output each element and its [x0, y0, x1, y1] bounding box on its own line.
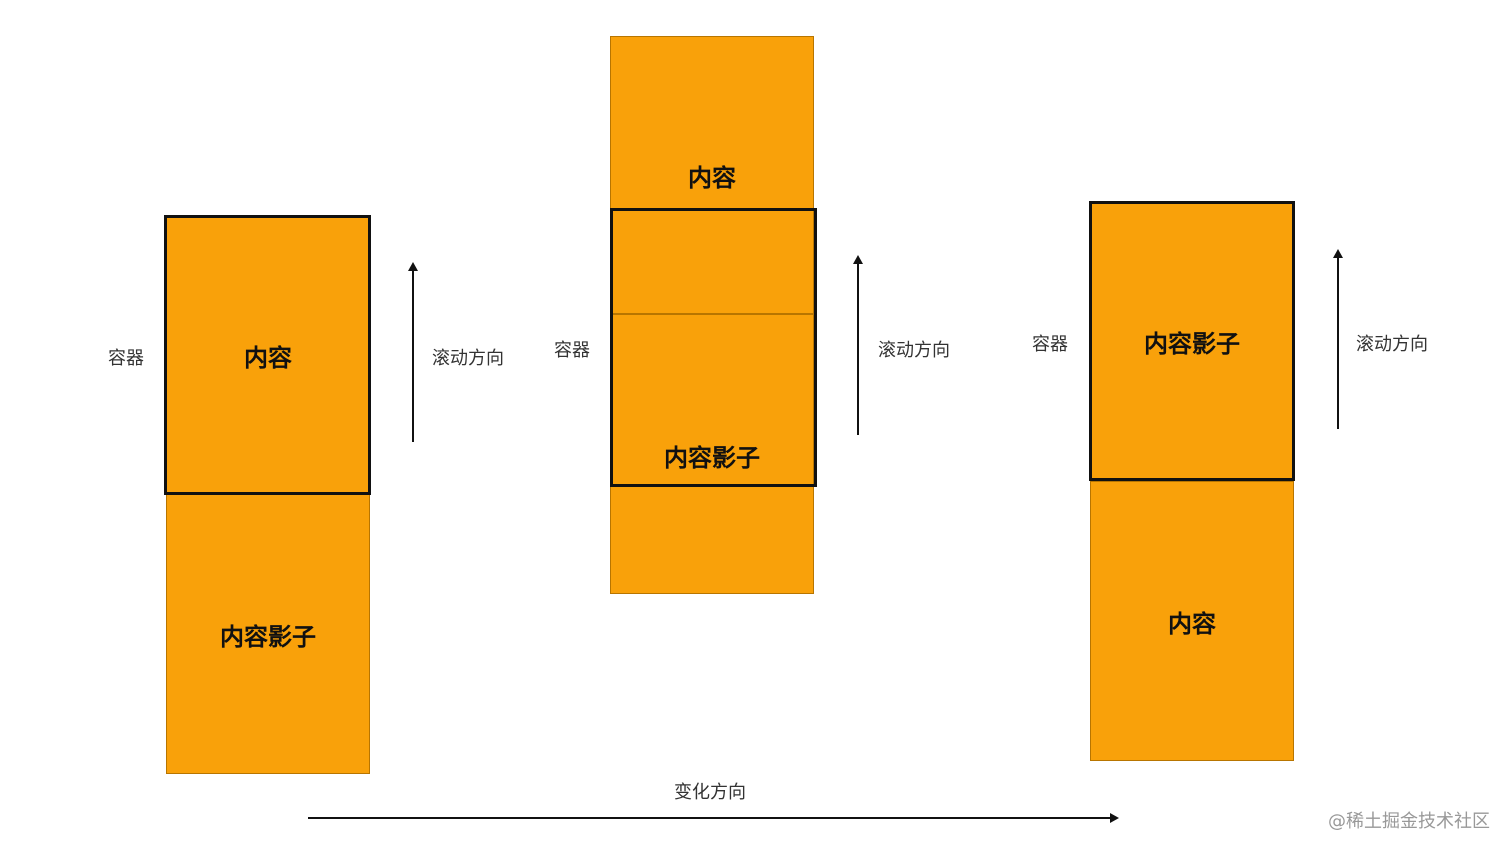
- container-label: 容器: [554, 340, 590, 361]
- content-block: 内容: [610, 36, 814, 314]
- scroll-up-arrow-icon: [1333, 249, 1343, 429]
- content-label: 内容: [688, 164, 736, 192]
- content-label: 内容: [244, 343, 292, 372]
- content-shadow-block: 内容影子: [166, 494, 370, 774]
- change-direction-arrow-icon: [308, 813, 1119, 823]
- content-shadow-block: 内容影子: [1090, 202, 1294, 481]
- scroll-up-arrow-icon: [408, 262, 418, 442]
- change-direction-label: 变化方向: [674, 782, 746, 803]
- container-frame: [164, 215, 371, 495]
- content-shadow-label: 内容影子: [1144, 330, 1240, 358]
- content-shadow-label: 内容影子: [220, 622, 316, 651]
- content-block: 内容: [166, 216, 370, 494]
- container-label: 容器: [108, 348, 144, 369]
- content-block: 内容: [1090, 481, 1294, 761]
- scroll-direction-label: 滚动方向: [432, 348, 504, 369]
- watermark: @稀土掘金技术社区: [1328, 811, 1490, 832]
- content-shadow-label: 内容影子: [664, 444, 760, 472]
- scroll-up-arrow-icon: [853, 255, 863, 435]
- container-label: 容器: [1032, 334, 1068, 355]
- scroll-direction-label: 滚动方向: [1356, 334, 1428, 355]
- content-label: 内容: [1168, 609, 1216, 638]
- scroll-direction-label: 滚动方向: [878, 340, 950, 361]
- content-shadow-block: 内容影子: [610, 314, 814, 594]
- container-frame: [1089, 201, 1295, 481]
- container-frame: [610, 208, 817, 487]
